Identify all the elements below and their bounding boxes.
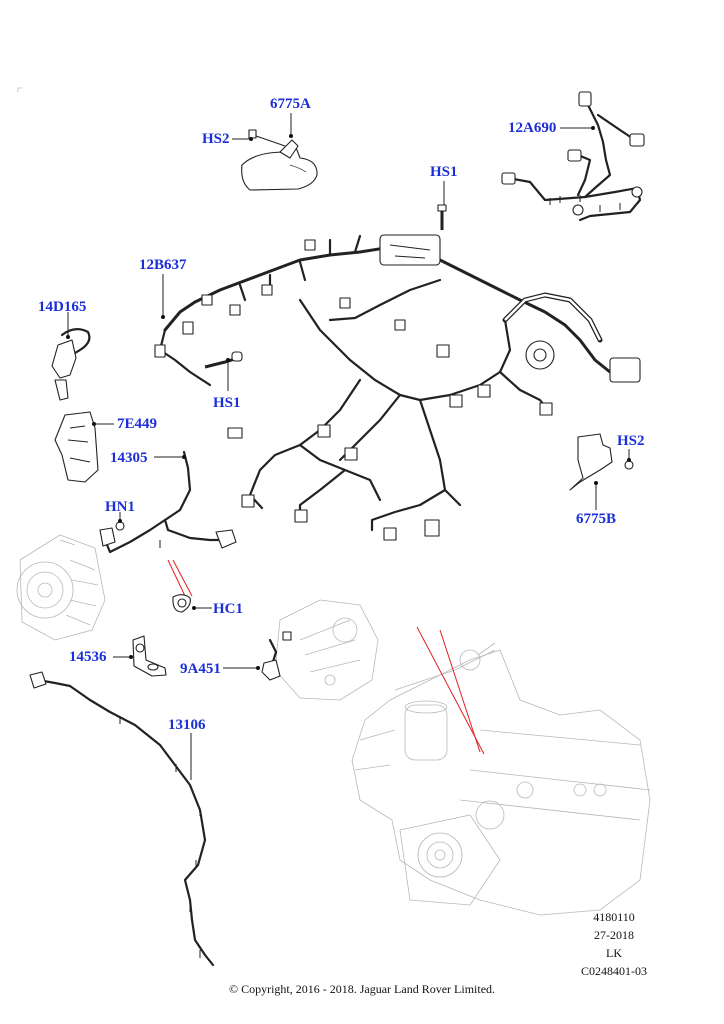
leader-lines [66,113,631,780]
bracket-7e449 [54,411,99,483]
harness-12a690 [501,91,645,222]
harness-14305 [99,450,237,613]
bracket-14536 [132,635,167,677]
callout-7e449[interactable]: 7E449 [117,416,158,432]
sensor-14d165 [51,328,91,401]
callout-hs1-top[interactable]: HS1 [430,164,458,180]
callout-9a451[interactable]: 9A451 [180,661,221,677]
starter-motor-ghost [274,599,379,701]
connector-9a451 [261,631,292,681]
alternator-ghost [16,534,106,641]
callout-hn1[interactable]: HN1 [105,499,135,515]
callout-hs2-right[interactable]: HS2 [617,433,645,449]
cable-13106 [29,671,215,967]
reference-illustration-id: C0248401-03 [581,964,647,978]
callout-12b637[interactable]: 12B637 [139,257,187,273]
callout-hc1[interactable]: HC1 [213,601,243,617]
callout-6775a[interactable]: 6775A [270,96,311,112]
callout-hs2-top[interactable]: HS2 [202,131,230,147]
indicator-lines [167,559,485,755]
main-engine-harness [154,204,641,541]
callout-12a690[interactable]: 12A690 [508,120,557,136]
callout-6775b[interactable]: 6775B [576,511,617,527]
copyright-notice: © Copyright, 2016 - 2018. Jaguar Land Ro… [228,982,496,996]
reference-date: 27-2018 [594,928,634,942]
callout-hs1-mid[interactable]: HS1 [213,395,241,411]
callout-13106[interactable]: 13106 [168,717,206,733]
reference-number: 4180110 [593,910,635,924]
heat-shield-6775a [241,129,318,191]
reference-region: LK [606,946,622,960]
callout-14536[interactable]: 14536 [69,649,107,665]
engine-block-ghost [351,642,651,916]
callout-14305[interactable]: 14305 [110,450,148,466]
crop-mark [17,87,22,92]
callout-14d165[interactable]: 14D165 [38,299,87,315]
heat-shield-6775b [569,433,634,491]
